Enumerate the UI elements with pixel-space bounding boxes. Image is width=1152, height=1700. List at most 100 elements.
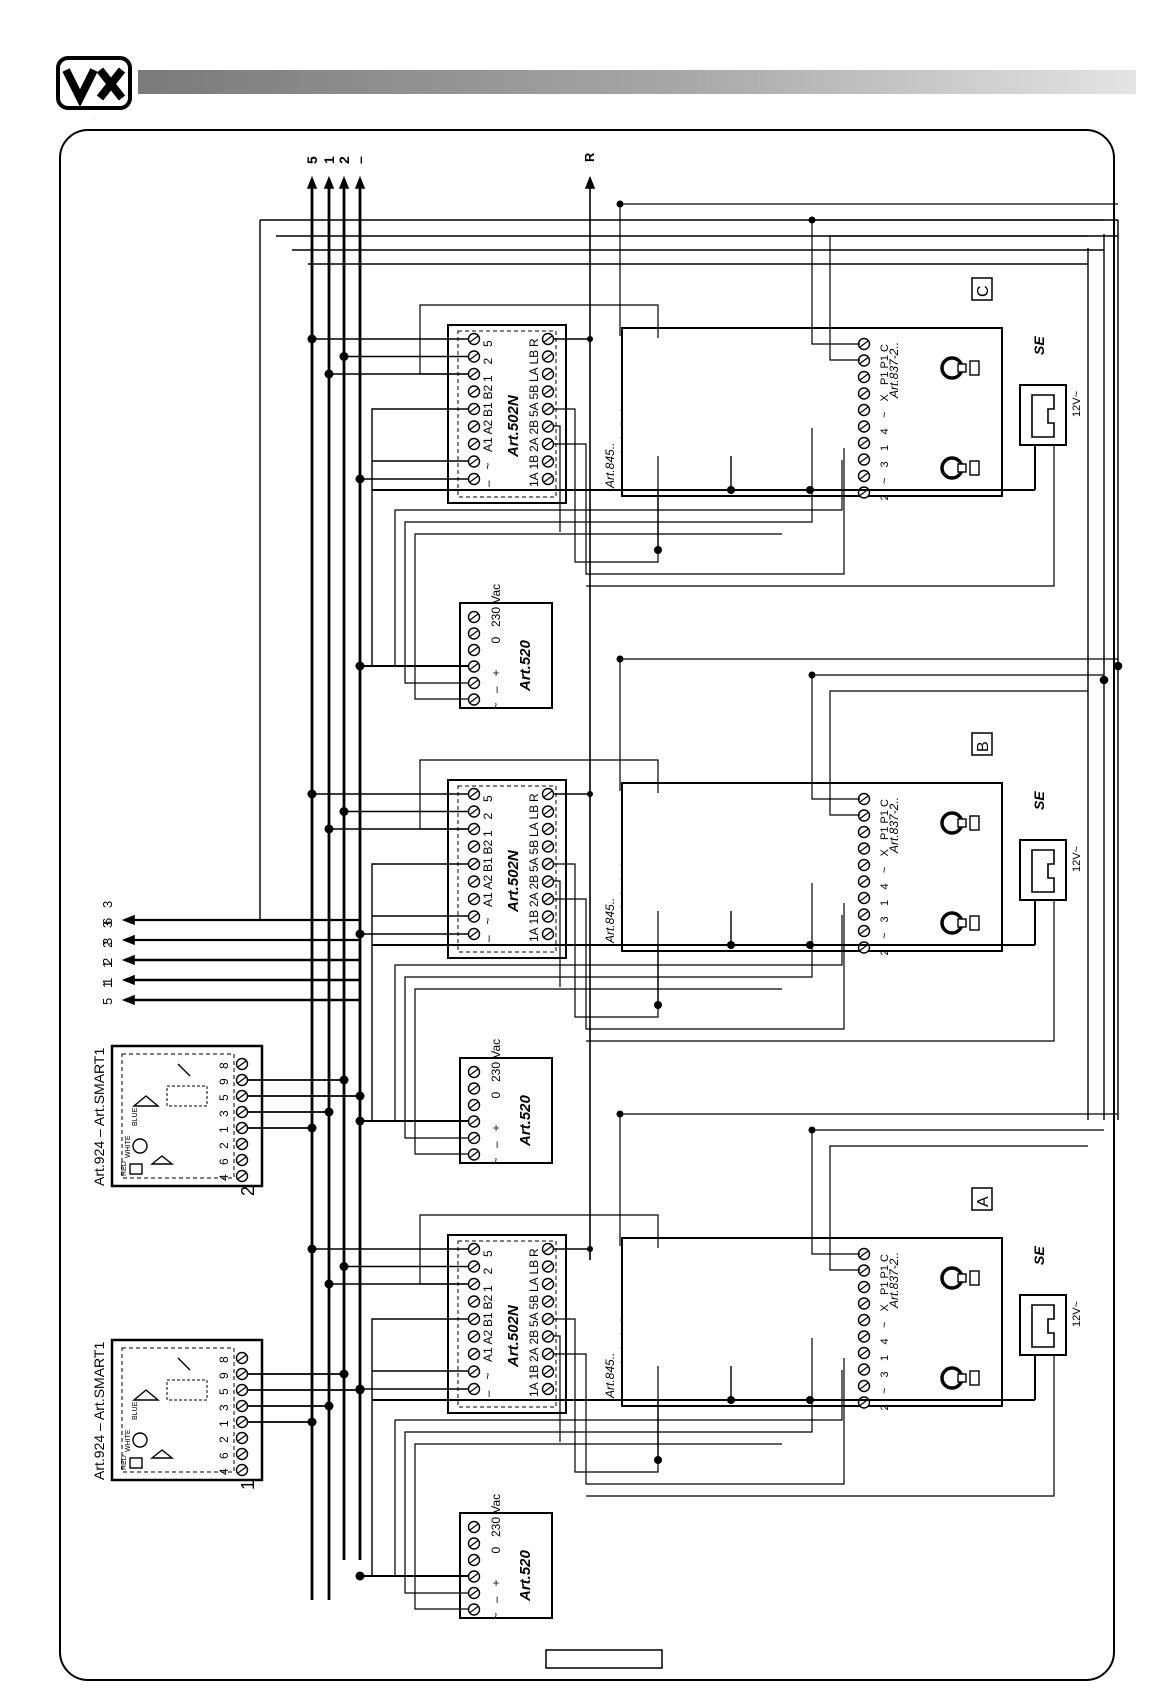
intercom-right-terminal-label: LB bbox=[527, 805, 541, 820]
wire bbox=[811, 1129, 1104, 1255]
terminal-slot bbox=[469, 1385, 479, 1393]
terminal-screw bbox=[857, 1313, 871, 1327]
psu-terminal-label: – bbox=[489, 1596, 503, 1603]
terminal-screw bbox=[857, 1297, 871, 1310]
terminal-screw bbox=[467, 910, 481, 923]
transducer-cap bbox=[969, 915, 980, 931]
monitor-terminal-label: ~ bbox=[879, 412, 891, 418]
bell-icon bbox=[1031, 394, 1055, 438]
terminal-screw bbox=[467, 367, 481, 381]
terminal-screw bbox=[235, 1447, 249, 1461]
terminal-screw bbox=[857, 1363, 871, 1376]
brand-logo: VX bbox=[56, 56, 132, 121]
bus-top-label: 2 bbox=[336, 156, 352, 164]
monitor-terminal-label: 4 bbox=[879, 883, 891, 889]
door-station: Art.924 – Art.SMART1246213598BLUEWHITERE… bbox=[91, 1044, 365, 1196]
dwelling-letter: B bbox=[975, 741, 992, 752]
junction-dot bbox=[355, 474, 365, 484]
terminal-slot bbox=[859, 878, 869, 885]
junction-dot bbox=[324, 824, 334, 834]
junction-dot bbox=[806, 486, 814, 494]
terminal-slot bbox=[543, 878, 553, 885]
monitor-terminal-label: 4 bbox=[879, 428, 891, 434]
monitor-terminal-label: ~ bbox=[879, 478, 891, 484]
wire bbox=[554, 1335, 561, 1442]
intercom-right-terminal-label: 2A bbox=[527, 892, 541, 907]
terminal-screw bbox=[541, 367, 555, 381]
brand-logo-text: VX bbox=[94, 119, 96, 121]
transducer-cap bbox=[969, 360, 980, 376]
terminal-screw bbox=[235, 1105, 249, 1119]
terminal-screw bbox=[857, 453, 871, 466]
wire bbox=[829, 235, 1088, 361]
terminal-screw bbox=[541, 875, 555, 888]
bell-label: SE bbox=[1031, 1246, 1047, 1265]
door-station-terminal-label: 6 bbox=[217, 1158, 231, 1165]
psu-terminal-label: 230 Vac bbox=[489, 1039, 503, 1082]
led-red-label: RED bbox=[121, 1161, 128, 1176]
terminal-slot bbox=[237, 1172, 247, 1180]
terminal-slot bbox=[543, 440, 553, 448]
side-bus-label-b: 3 bbox=[100, 921, 115, 928]
intercom-left-terminal-label: ~ bbox=[481, 462, 495, 469]
terminal-slot bbox=[469, 646, 479, 654]
terminal-screw bbox=[857, 908, 871, 921]
dwelling-block: AArt.502N521B2B1A2A1~–RLBLA5B5A2B2A1B1AA… bbox=[307, 1110, 1118, 1620]
monitor-terminal-label: 1 bbox=[879, 900, 891, 906]
terminal-slot bbox=[237, 1140, 247, 1148]
terminal-slot bbox=[469, 1118, 479, 1125]
monitor-terminal-label: C bbox=[879, 799, 891, 807]
arrow-head bbox=[323, 175, 335, 189]
junction-dot bbox=[355, 1571, 365, 1581]
arrow-head bbox=[121, 994, 135, 1006]
terminal-slot bbox=[859, 812, 869, 819]
intercom-right-terminal-label: 1A bbox=[527, 472, 541, 487]
terminal-screw bbox=[541, 892, 555, 906]
junction-dot bbox=[324, 1401, 334, 1411]
terminal-slot bbox=[237, 1156, 247, 1164]
terminal-slot bbox=[543, 790, 553, 798]
microphone-icon bbox=[132, 1138, 148, 1154]
relay-icon bbox=[166, 1379, 208, 1401]
terminal-slot bbox=[469, 335, 479, 343]
junction-dot bbox=[808, 671, 816, 679]
terminal-screw bbox=[467, 420, 481, 433]
door-station-terminal-label: 6 bbox=[217, 1452, 231, 1459]
terminal-slot bbox=[469, 475, 479, 483]
junction-dot bbox=[616, 1110, 624, 1118]
wire bbox=[371, 1318, 468, 1577]
psu-terminal-label: + bbox=[489, 669, 503, 676]
junction-dot bbox=[1099, 675, 1109, 685]
terminal-screw bbox=[467, 402, 481, 416]
terminal-screw bbox=[541, 840, 555, 853]
bell-rating: 12V~ bbox=[1071, 1301, 1083, 1327]
psu-terminal-label: + bbox=[489, 1579, 503, 1586]
terminal-slot bbox=[469, 388, 479, 395]
terminal-slot bbox=[859, 845, 869, 852]
terminal-screw bbox=[467, 1115, 481, 1128]
terminal-screw bbox=[467, 610, 481, 624]
terminal-slot bbox=[543, 353, 553, 360]
terminal-slot bbox=[237, 1466, 247, 1474]
terminal-slot bbox=[469, 860, 479, 868]
terminal-screw bbox=[467, 1098, 481, 1112]
terminal-slot bbox=[237, 1060, 247, 1068]
terminal-slot bbox=[469, 1280, 479, 1288]
terminal-screw bbox=[467, 1065, 481, 1079]
terminal-screw bbox=[467, 1295, 481, 1308]
junction-dot bbox=[339, 352, 349, 361]
monitor-terminal-label: 3 bbox=[879, 916, 891, 922]
monitor-terminal-label: ~ bbox=[879, 1322, 891, 1328]
diagram-frame bbox=[59, 129, 1115, 1681]
switch-icon bbox=[177, 1357, 191, 1371]
wire bbox=[554, 880, 561, 987]
intercom-right-terminal-label: LA bbox=[527, 822, 541, 837]
terminal-screw bbox=[541, 332, 555, 346]
intercom-right-terminal-label: 1B bbox=[527, 910, 541, 925]
terminal-slot bbox=[859, 1283, 869, 1291]
junction-dot bbox=[355, 1385, 365, 1395]
terminal-screw bbox=[467, 1603, 481, 1616]
amplifier-icon bbox=[150, 1155, 174, 1165]
monitor-terminal-label: 3 bbox=[879, 1371, 891, 1377]
bell-rating: 12V~ bbox=[1071, 391, 1083, 417]
